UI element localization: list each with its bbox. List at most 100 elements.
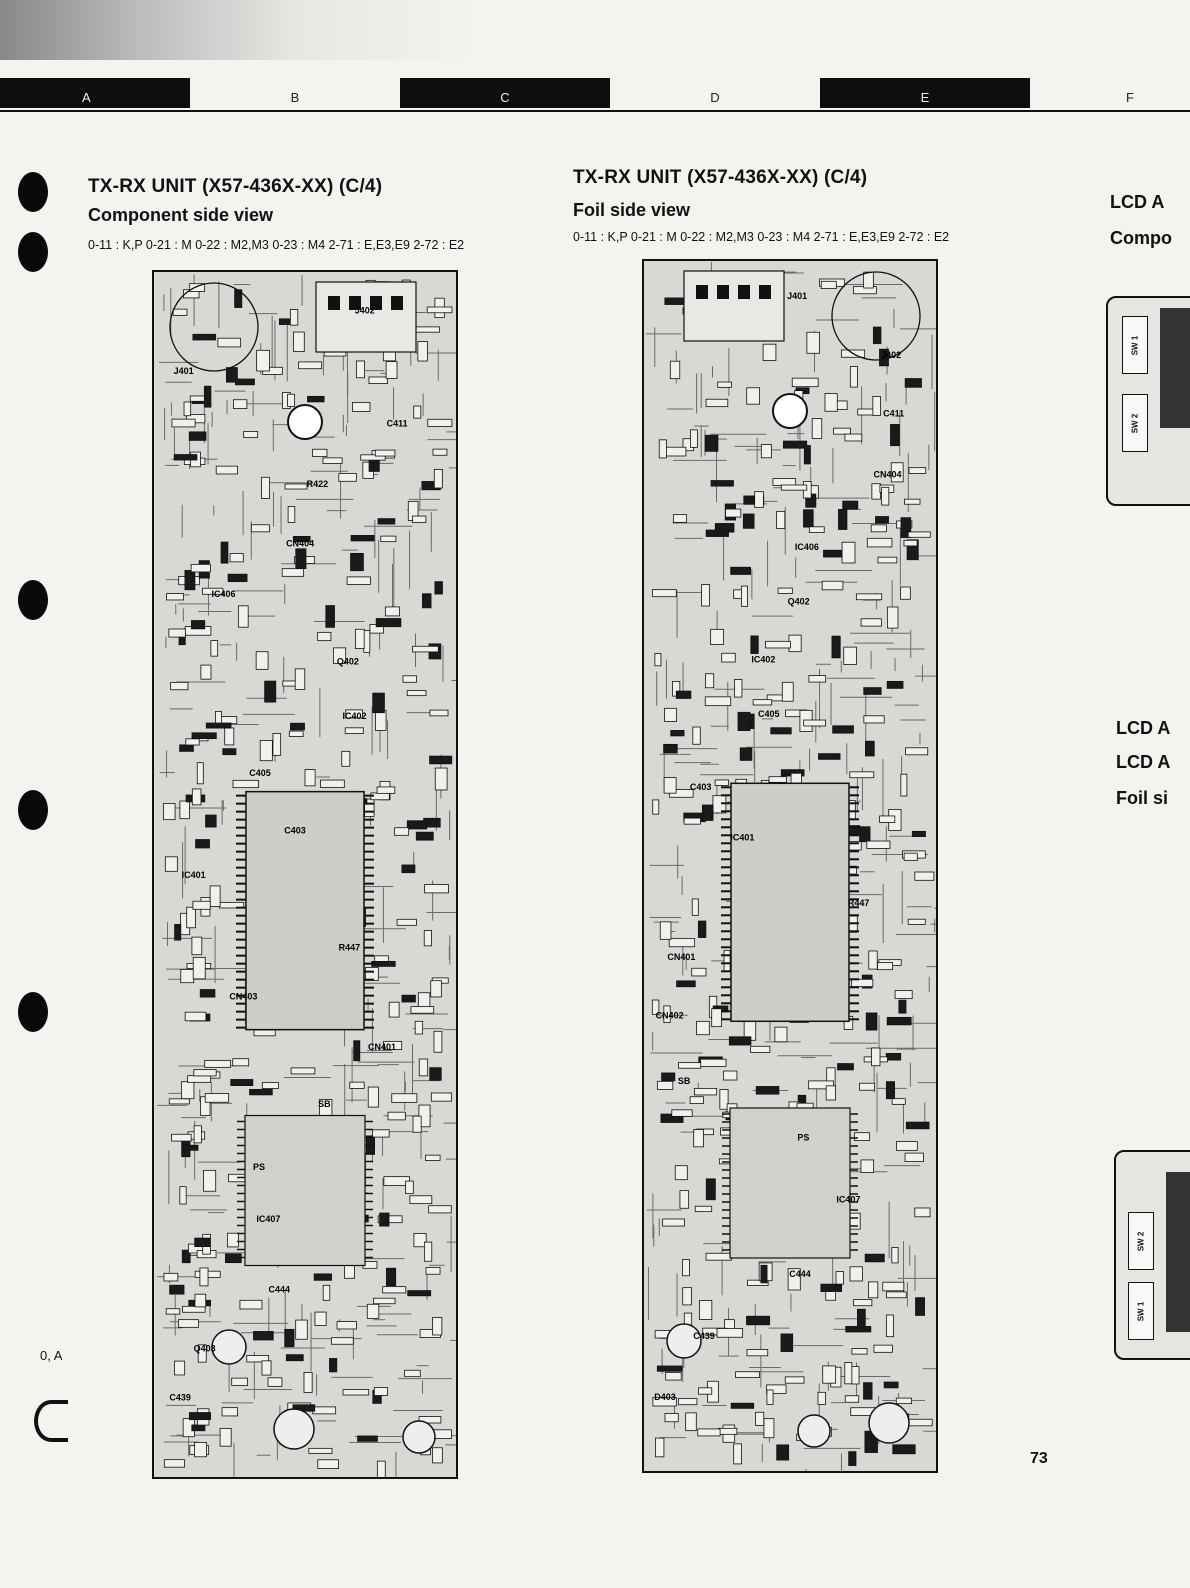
pcb-component [877,962,894,971]
pcb-component [712,795,727,814]
component-label: IC401 [182,870,206,880]
pcb-component [689,1096,704,1104]
pcb-component [679,1190,690,1209]
pcb-component [678,1398,698,1406]
pcb-component [866,840,891,849]
pcb-component [215,465,239,475]
capacitor [868,1402,910,1444]
pcb-component [780,1333,794,1352]
pcb-component [908,1418,933,1427]
component-label: C405 [758,709,780,719]
pcb-component [670,730,685,737]
pcb-component [430,980,442,998]
pcb-component [410,1006,435,1014]
component-label: J401 [174,366,194,376]
pcb-component [384,606,400,617]
pcb-component [184,1011,207,1022]
pcb-component [881,486,890,506]
pcb-component [199,989,216,998]
pcb-component [710,480,734,487]
pcb-component [232,779,259,789]
pcb-component [281,568,305,577]
component-label: Q402 [337,657,359,667]
component-label: IC407 [836,1195,860,1205]
pcb-component [325,605,335,628]
pcb-component [295,548,307,569]
pcb-component [272,733,282,756]
pcb-component [891,1098,906,1105]
pcb-component [890,424,900,447]
pcb-component [776,510,786,529]
pcb-component [710,628,724,646]
pcb-component [290,722,305,731]
pcb-component [656,1080,674,1090]
pcb-component [261,476,270,499]
component-label: C403 [284,825,306,835]
pcb-component [674,1165,688,1181]
pcb-component [776,1444,790,1461]
pcb-component [199,1267,209,1287]
pcb-component [346,576,371,585]
pcb-component [730,566,752,575]
pcb-component [298,361,323,370]
pcb-component [896,1141,918,1151]
pcb-component [366,1303,380,1319]
pcb-component [391,1093,418,1103]
pcb-component [811,418,823,440]
pcb-component [239,1299,263,1310]
component-label: C439 [693,1331,715,1341]
pcb-component [184,570,196,591]
pcb-component [204,1093,230,1103]
pcb-component [196,762,204,785]
pcb-component [831,635,841,659]
pcb-component [192,333,217,341]
switch-sw1-foil: SW 1 [1128,1282,1154,1340]
pcb-component [259,740,273,762]
pcb-component [373,1387,388,1396]
pcb-component [705,398,729,408]
capacitor [666,1323,702,1359]
screw-hole [287,404,323,440]
pcb-component [864,1253,885,1263]
pcb-component [220,541,229,564]
component-label: C405 [249,768,271,778]
pcb-component [705,529,729,537]
pcb-component [322,457,343,464]
pcb-component [172,308,188,316]
pcb-component [760,444,772,459]
pcb-component [774,1026,788,1043]
connector-pin [717,285,729,299]
pcb-component [697,1428,721,1437]
pcb-component [418,1058,429,1077]
pcb-component [194,1293,207,1308]
pcb-component [691,898,699,916]
pcb-component [387,1111,406,1121]
pcb-component [287,506,296,523]
pcb-component [294,668,306,690]
connector-block [1160,308,1190,428]
pcb-component [234,378,255,386]
pcb-component [285,1354,304,1362]
pcb-component [863,687,882,695]
pcb-component [304,769,316,787]
pcb-component [766,1384,787,1394]
pcb-component [848,1451,857,1466]
ic-package [245,790,365,1031]
pcb-component [189,283,205,292]
pcb-component [374,449,396,457]
pcb-component [886,1016,912,1026]
pcb-component [293,331,305,352]
grid-ruler: A B C D E F [0,78,1190,112]
pcb-component [746,1315,771,1326]
pcb-component [894,990,913,1000]
pcb-component [404,1369,421,1378]
pcb-component [866,537,893,548]
component-label: IC406 [212,589,236,599]
pcb-component [871,1047,881,1067]
pcb-component [821,580,844,591]
pcb-component [209,885,221,907]
pcb-component [698,1387,713,1395]
pcb-component [373,1297,396,1305]
pcb-component [329,1358,338,1373]
